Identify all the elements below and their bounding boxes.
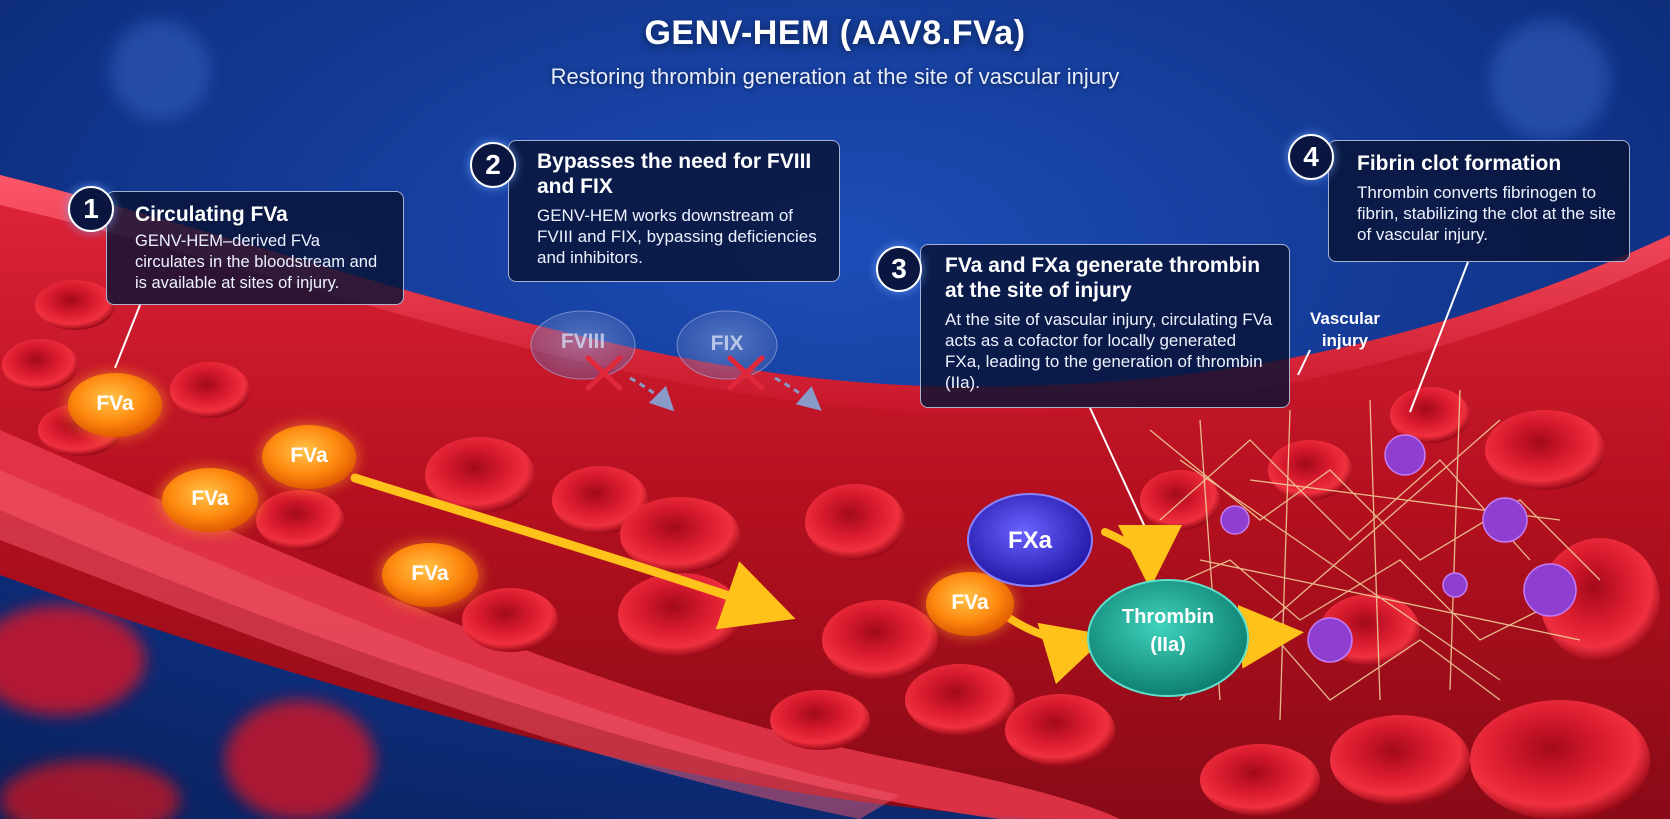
step-number-badge: 2 — [470, 142, 516, 188]
fix-label: FIX — [710, 332, 744, 355]
fva-label: FVa — [96, 392, 134, 415]
callout-heading: Fibrin clot formation — [1357, 152, 1562, 175]
vascular-injury-label: Vascular injury — [1310, 308, 1380, 352]
callout-body: At the site of vascular injury, circulat… — [945, 310, 1273, 392]
callout-heading: Circulating FVa — [135, 203, 288, 226]
fviii-label: FVIII — [560, 330, 606, 353]
callout-heading: Bypasses the need for FVIII and FIX — [537, 150, 812, 198]
thrombin-sub-label: (IIa) — [1150, 634, 1186, 656]
callout-fva-fxa-thrombin: FVa and FXa generate thrombin at the sit… — [920, 244, 1290, 408]
thrombin-label: Thrombin — [1121, 606, 1215, 628]
step-number-badge: 4 — [1288, 134, 1334, 180]
callout-body: GENV-HEM–derived FVa circulates in the b… — [135, 232, 378, 292]
callout-body: Thrombin converts fibrinogen to fibrin, … — [1357, 183, 1616, 244]
callout-bypass-fviii-fix: Bypasses the need for FVIII and FIX GENV… — [508, 140, 840, 282]
fva-label: FVa — [290, 444, 328, 467]
vascular-injury-line2: injury — [1321, 331, 1369, 350]
step-number-badge: 1 — [68, 186, 114, 232]
callout-fibrin-clot: Fibrin clot formation Thrombin converts … — [1328, 140, 1630, 262]
callout-circulating-fva: Circulating FVa GENV-HEM–derived FVa cir… — [106, 191, 404, 305]
fva-label: FVa — [951, 591, 989, 614]
fva-label: FVa — [191, 487, 229, 510]
vascular-injury-line1: Vascular — [1310, 309, 1380, 328]
diagram-title: GENV-HEM (AAV8.FVa) — [644, 14, 1026, 52]
callout-body: GENV-HEM works downstream of FVIII and F… — [537, 206, 817, 267]
callout-heading: FVa and FXa generate thrombin at the sit… — [945, 254, 1261, 302]
fxa-label: FXa — [1007, 527, 1052, 554]
diagram-subtitle: Restoring thrombin generation at the sit… — [550, 64, 1120, 89]
fva-label: FVa — [411, 562, 449, 585]
step-number-badge: 3 — [876, 246, 922, 292]
